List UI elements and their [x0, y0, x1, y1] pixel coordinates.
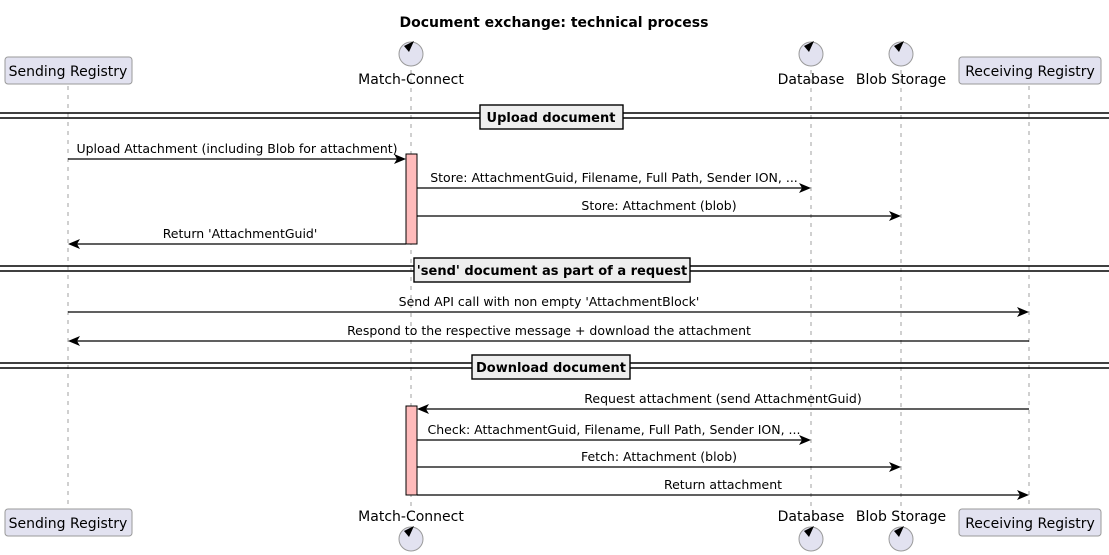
control-arrow-icon [894, 526, 904, 537]
divider-label: 'send' document as part of a request [417, 264, 687, 279]
arrowhead-right-icon [799, 435, 811, 445]
message-label: Return attachment [664, 477, 782, 492]
participant-head-blob-storage[interactable]: Blob Storage [856, 41, 946, 88]
control-arrow-icon [894, 41, 904, 52]
control-icon[interactable] [798, 41, 824, 67]
message-check-metadata: Check: AttachmentGuid, Filename, Full Pa… [417, 422, 811, 445]
arrowhead-left-icon [417, 404, 429, 414]
participant-label: Database [778, 72, 845, 88]
participant-foot-blob-storage[interactable]: Blob Storage [856, 509, 946, 552]
activation-bar-match-connect-upload [405, 153, 418, 245]
diagram-title: Document exchange: technical process [400, 15, 709, 31]
message-label: Store: AttachmentGuid, Filename, Full Pa… [430, 170, 798, 185]
participant-box[interactable] [4, 56, 133, 85]
participant-label: Blob Storage [856, 509, 946, 525]
divider-label: Upload document [487, 111, 616, 126]
message-store-attachment-blob: Store: Attachment (blob) [417, 198, 901, 221]
divider-box [413, 257, 691, 283]
control-arrow-icon [804, 41, 814, 52]
participant-label: Sending Registry [9, 516, 128, 532]
participant-foot-match-connect[interactable]: Match-Connect [358, 509, 464, 552]
message-label: Check: AttachmentGuid, Filename, Full Pa… [428, 422, 801, 437]
arrowhead-right-icon [394, 154, 406, 164]
divider-send-document: 'send' document as part of a request [0, 257, 1109, 283]
message-return-attachmentguid: Return 'AttachmentGuid' [68, 226, 406, 249]
message-send-api-call: Send API call with non empty 'Attachment… [68, 294, 1029, 317]
activation-bar-match-connect-download [405, 405, 418, 496]
arrowhead-left-icon [68, 336, 80, 346]
control-icon[interactable] [398, 41, 424, 67]
participant-box[interactable] [4, 508, 133, 537]
message-label: Send API call with non empty 'Attachment… [399, 294, 700, 309]
participant-label: Database [778, 509, 845, 525]
message-upload-attachment: Upload Attachment (including Blob for at… [68, 141, 406, 164]
message-label: Store: Attachment (blob) [581, 198, 736, 213]
participant-box[interactable] [958, 56, 1102, 85]
participant-foot-database[interactable]: Database [778, 509, 845, 552]
control-arrow-icon [804, 526, 814, 537]
message-respond-download-attachment: Respond to the respective message + down… [68, 323, 1029, 346]
control-icon[interactable] [398, 526, 424, 552]
participant-foot-receiving-registry[interactable]: Receiving Registry [958, 508, 1102, 537]
message-store-metadata: Store: AttachmentGuid, Filename, Full Pa… [417, 170, 811, 193]
participant-head-receiving-registry[interactable]: Receiving Registry [958, 56, 1102, 85]
divider-box [471, 354, 631, 380]
message-return-attachment: Return attachment [417, 477, 1029, 500]
control-arrow-icon [404, 526, 414, 537]
participant-label: Blob Storage [856, 72, 946, 88]
control-arrow-icon [404, 41, 414, 52]
divider-upload-document: Upload document [0, 104, 1109, 130]
divider-label: Download document [476, 361, 626, 376]
message-label: Upload Attachment (including Blob for at… [76, 141, 397, 156]
arrowhead-right-icon [799, 183, 811, 193]
lifelines [67, 70, 1030, 510]
arrowhead-right-icon [889, 462, 901, 472]
arrowhead-right-icon [889, 211, 901, 221]
control-icon[interactable] [888, 41, 914, 67]
message-label: Fetch: Attachment (blob) [581, 449, 737, 464]
participant-label: Match-Connect [358, 72, 464, 88]
message-label: Request attachment (send AttachmentGuid) [584, 391, 861, 406]
participant-foot-sending-registry[interactable]: Sending Registry [4, 508, 133, 537]
participant-head-match-connect[interactable]: Match-Connect [358, 41, 464, 88]
divider-download-document: Download document [0, 354, 1109, 380]
participant-head-database[interactable]: Database [778, 41, 845, 88]
arrowhead-right-icon [1017, 307, 1029, 317]
participant-label: Receiving Registry [965, 64, 1095, 80]
participant-label: Receiving Registry [965, 516, 1095, 532]
arrowhead-right-icon [1017, 490, 1029, 500]
participant-box[interactable] [958, 508, 1102, 537]
control-icon[interactable] [798, 526, 824, 552]
message-label: Respond to the respective message + down… [347, 323, 751, 338]
control-icon[interactable] [888, 526, 914, 552]
participant-label: Match-Connect [358, 509, 464, 525]
message-request-attachment: Request attachment (send AttachmentGuid) [417, 391, 1029, 414]
arrowhead-left-icon [68, 239, 80, 249]
divider-box [479, 104, 624, 130]
participant-label: Sending Registry [9, 64, 128, 80]
participant-head-sending-registry[interactable]: Sending Registry [4, 56, 133, 85]
message-label: Return 'AttachmentGuid' [163, 226, 318, 241]
message-fetch-attachment-blob: Fetch: Attachment (blob) [417, 449, 901, 472]
